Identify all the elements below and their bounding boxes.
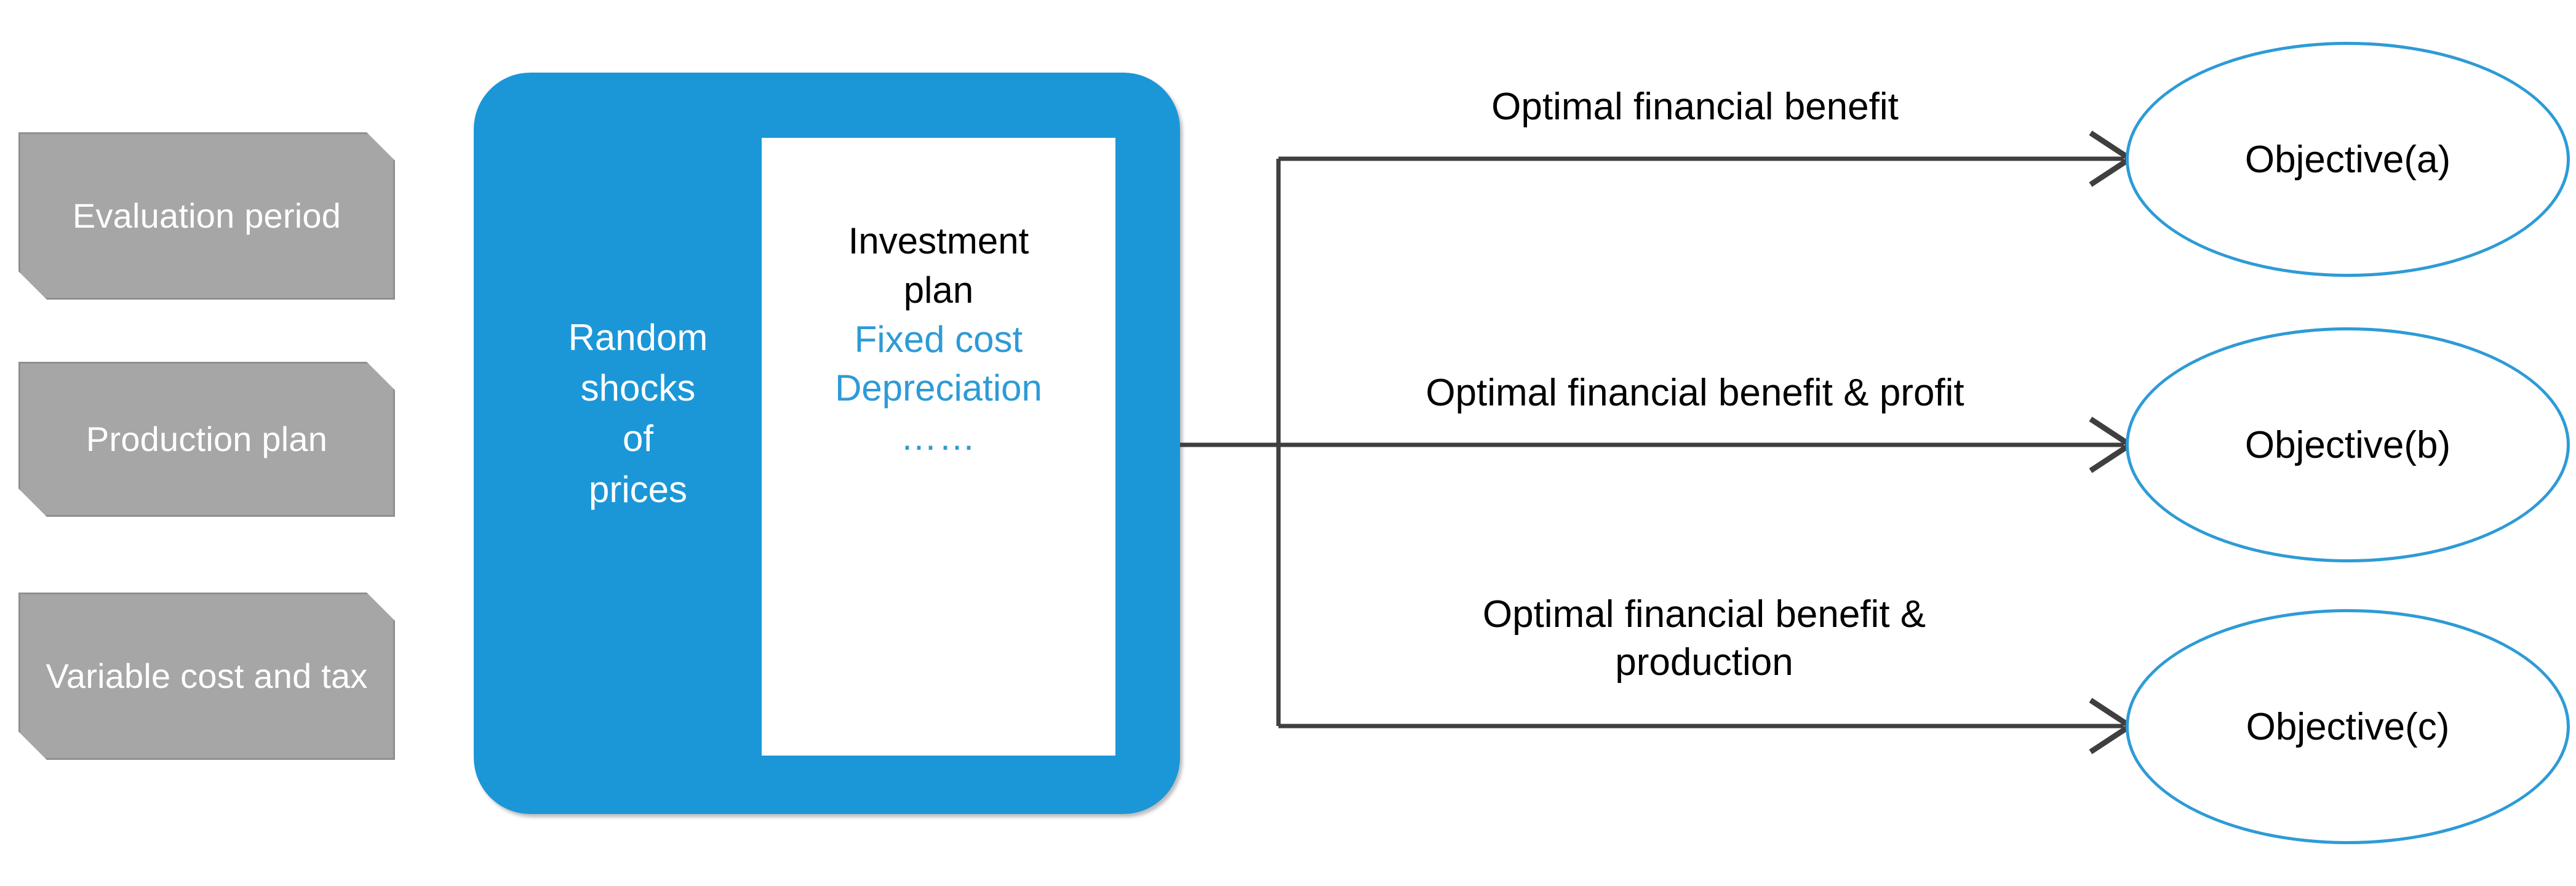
random-shocks-label: Random shocks of prices — [568, 317, 708, 510]
arrowhead-c — [2089, 698, 2135, 754]
flow-label-c: Optimal financial benefit & production — [1482, 593, 1926, 684]
flow-label-a: Optimal financial benefit — [1491, 86, 1899, 128]
input-box-label: Evaluation period — [72, 196, 341, 235]
central-model-container[interactable]: Random shocks of prices Investment plan … — [474, 73, 1180, 814]
objective-ellipse-b[interactable]: Objective(b) — [2126, 327, 2570, 562]
arrowhead-a — [2089, 130, 2135, 187]
input-box-variable-cost-and-tax[interactable]: Variable cost and tax — [18, 593, 395, 760]
flow-label-b: Optimal financial benefit & profit — [1426, 372, 1964, 414]
arrowhead-b — [2089, 417, 2135, 473]
objective-ellipse-c[interactable]: Objective(c) — [2126, 609, 2570, 844]
investment-plan-card[interactable]: Investment plan Fixed cost Depreciation … — [762, 138, 1115, 756]
investment-plan-item-fixed-cost: Fixed cost — [854, 318, 1023, 360]
investment-plan-ellipsis: …… — [900, 417, 977, 458]
objective-ellipse-a[interactable]: Objective(a) — [2126, 42, 2570, 277]
input-box-evaluation-period[interactable]: Evaluation period — [18, 132, 395, 300]
input-box-label: Production plan — [86, 419, 328, 458]
objective-label: Objective(c) — [2246, 705, 2450, 748]
investment-plan-title: Investment plan — [848, 220, 1029, 311]
input-box-label: Variable cost and tax — [46, 656, 368, 695]
objective-label: Objective(b) — [2244, 423, 2451, 466]
investment-plan-item-depreciation: Depreciation — [835, 367, 1042, 409]
input-box-production-plan[interactable]: Production plan — [18, 362, 395, 517]
objective-label: Objective(a) — [2244, 138, 2451, 181]
